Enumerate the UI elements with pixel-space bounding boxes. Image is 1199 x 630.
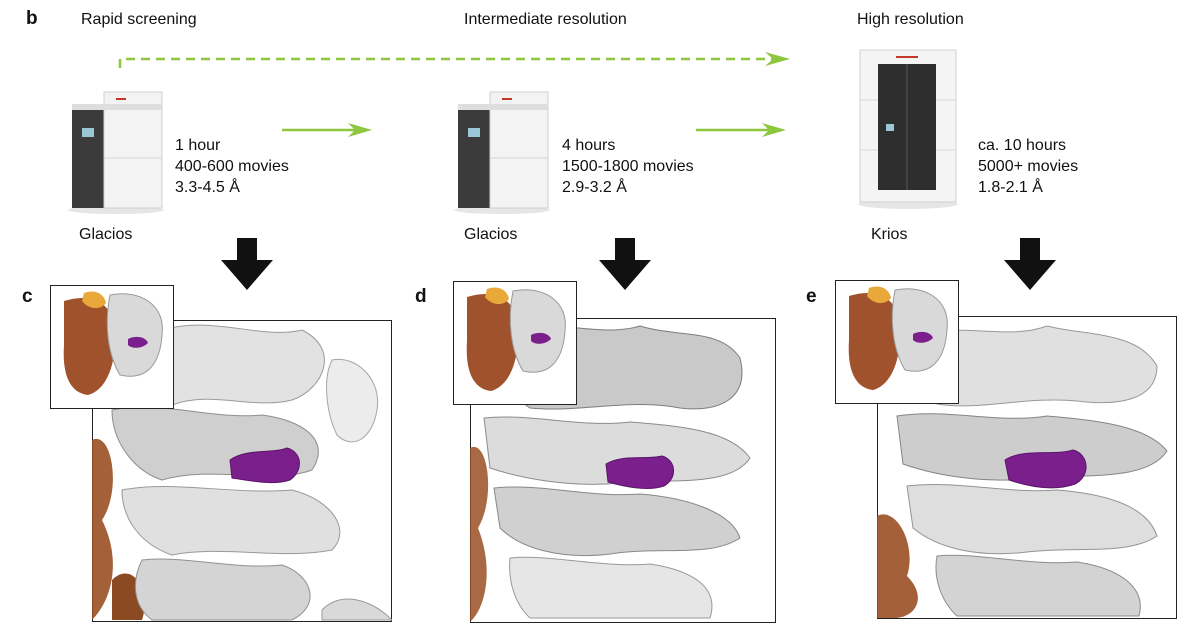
down-arrow-2 [597, 238, 653, 292]
stage-3-movies: 5000+ movies [978, 156, 1078, 177]
stage-3-resolution: 1.8-2.1 Å [978, 177, 1078, 198]
inset-overview-e [835, 280, 959, 404]
stage-2-stats: 4 hours 1500-1800 movies 2.9-3.2 Å [562, 135, 694, 198]
stage-3-instrument-label: Krios [871, 226, 907, 244]
stage-1-movies: 400-600 movies [175, 156, 289, 177]
skip-ahead-dashed-arrow [110, 48, 800, 72]
stage-2-instrument-label: Glacios [464, 226, 517, 244]
down-arrow-3 [1002, 238, 1058, 292]
krios-microscope-icon [856, 40, 960, 210]
glacios-microscope-icon [66, 86, 166, 216]
glacios-microscope-icon-2 [452, 86, 552, 216]
inset-overview-d [453, 281, 577, 405]
stage-2-time: 4 hours [562, 135, 694, 156]
stage-3-time: ca. 10 hours [978, 135, 1078, 156]
inset-overview-c [50, 285, 174, 409]
stage-3-stats: ca. 10 hours 5000+ movies 1.8-2.1 Å [978, 135, 1078, 198]
progress-arrow-2 [696, 120, 788, 140]
stage-2-movies: 1500-1800 movies [562, 156, 694, 177]
stage-1-time: 1 hour [175, 135, 289, 156]
stage-1-resolution: 3.3-4.5 Å [175, 177, 289, 198]
panel-letter-b: b [26, 8, 38, 30]
progress-arrow-1 [282, 120, 374, 140]
down-arrow-1 [219, 238, 275, 292]
stage-2-resolution: 2.9-3.2 Å [562, 177, 694, 198]
stage-1-instrument-label: Glacios [79, 226, 132, 244]
panel-letter-c: c [22, 286, 33, 308]
stage-heading-high-resolution: High resolution [857, 11, 964, 29]
stage-heading-intermediate-resolution: Intermediate resolution [464, 11, 627, 29]
panel-letter-d: d [415, 286, 427, 308]
stage-1-stats: 1 hour 400-600 movies 3.3-4.5 Å [175, 135, 289, 198]
panel-letter-e: e [806, 286, 817, 308]
stage-heading-rapid-screening: Rapid screening [81, 11, 197, 29]
